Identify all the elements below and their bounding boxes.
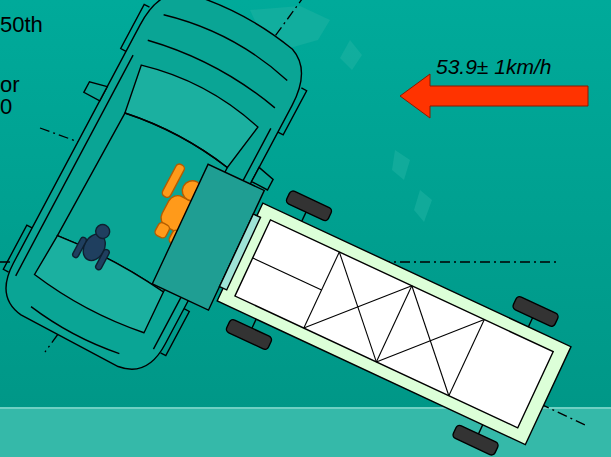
trunk-line: [29, 307, 119, 357]
map-land: [340, 40, 362, 70]
frame-bracing: [235, 220, 484, 396]
wheel-arch: [278, 88, 307, 135]
hood-line: [164, 7, 292, 81]
frame-member: [304, 252, 412, 362]
side-line: [16, 55, 133, 276]
dummy-leg: [154, 221, 171, 239]
barrier-frame-inner: [235, 220, 553, 428]
dummy-note: 0: [0, 96, 12, 118]
frame-member: [376, 286, 484, 396]
wheel-arch: [161, 309, 190, 356]
frame-member: [304, 252, 412, 362]
impact-speed: 53.9± 1km/h: [436, 56, 551, 77]
moving-barrier: [147, 153, 581, 457]
dummy-head: [93, 222, 112, 241]
rear-dummy: [72, 218, 120, 271]
face-mount: [219, 214, 260, 290]
direction-arrow: [400, 74, 588, 118]
windshield: [118, 58, 262, 172]
dummy-arm: [72, 236, 88, 258]
map-land: [392, 150, 410, 180]
dummy-note: or: [0, 74, 20, 96]
map-land: [414, 190, 432, 222]
dummy-note: 50th: [0, 14, 43, 36]
deformable-face: [152, 164, 264, 310]
dummy-arm: [95, 249, 111, 271]
frame-member: [376, 286, 484, 396]
side-mirror: [84, 78, 107, 101]
barrier-frame: [217, 203, 571, 445]
frame-member: [253, 258, 322, 290]
wheel-arch: [121, 4, 150, 51]
wheel-arch: [3, 225, 32, 272]
dummy-arm: [161, 163, 186, 199]
